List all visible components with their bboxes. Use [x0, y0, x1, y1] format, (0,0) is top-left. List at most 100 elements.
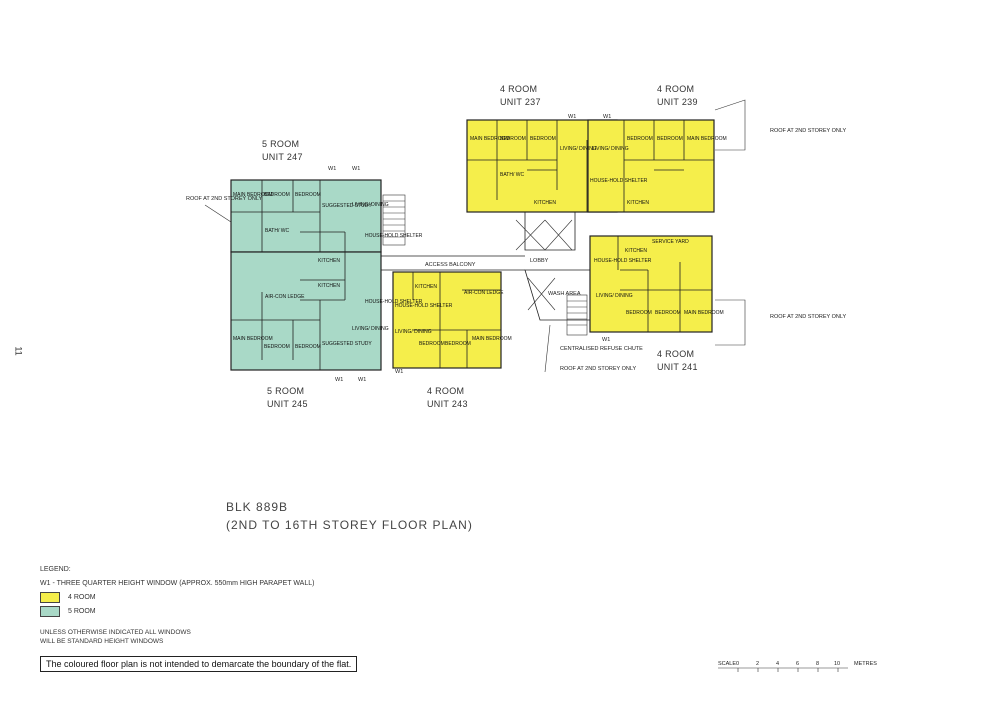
window-label: W1 — [602, 337, 610, 343]
room-label: BEDROOM — [530, 136, 556, 142]
unit-247-type: 5 ROOM — [262, 139, 299, 149]
unit-245-area — [230, 251, 382, 371]
scale-tick: 8 — [816, 661, 819, 667]
room-label: KITCHEN — [318, 283, 340, 289]
window-label: W1 — [335, 377, 343, 383]
legend: LEGEND: W1 - THREE QUARTER HEIGHT WINDOW… — [40, 562, 314, 618]
unit-239-number: UNIT 239 — [657, 97, 698, 107]
legend-w1: W1 - THREE QUARTER HEIGHT WINDOW (APPROX… — [40, 579, 315, 587]
room-label: MAIN BEDROOM — [684, 310, 724, 316]
unit-243-number: UNIT 243 — [427, 399, 468, 409]
four-room-swatch — [40, 591, 60, 603]
room-label: KITCHEN — [415, 284, 437, 290]
room-label: AIR-CON LEDGE — [265, 294, 305, 300]
plan-title: BLK 889B (2ND TO 16TH STOREY FLOOR PLAN) — [226, 498, 473, 534]
room-label: BEDROOM — [655, 310, 681, 316]
room-label: BEDROOM — [626, 310, 652, 316]
legend-heading: LEGEND: — [40, 565, 71, 573]
room-label: LIVING/ DINING — [352, 326, 389, 332]
wash-area-label: WASH AREA — [548, 291, 581, 297]
room-label: MAIN BEDROOM — [470, 136, 510, 142]
disclaimer: The coloured floor plan is not intended … — [40, 656, 358, 672]
room-label: HOUSE-HOLD SHELTER — [590, 178, 648, 184]
unit-237-type: 4 ROOM — [500, 84, 537, 94]
room-label: BATH/ WC — [500, 172, 524, 178]
room-label: MAIN BEDROOM — [687, 136, 727, 142]
room-label: MAIN BEDROOM — [233, 192, 273, 198]
scale-bar: SCALE 0 2 4 6 8 10 METRES — [718, 661, 877, 672]
room-label: BEDROOM — [264, 344, 290, 350]
room-label: BEDROOM — [295, 344, 321, 350]
lobby-label: LOBBY — [530, 258, 549, 264]
room-label: LIVING/ DINING — [596, 293, 633, 299]
window-note: UNLESS OTHERWISE INDICATED ALL WINDOWS W… — [40, 628, 191, 646]
room-label: BEDROOM — [445, 341, 471, 347]
room-label: LIVING/ DINING — [395, 329, 432, 335]
unit-243-area — [392, 271, 502, 369]
scale-tick: 4 — [776, 661, 779, 667]
scale-label: SCALE — [718, 661, 736, 667]
room-label: HOUSE-HOLD SHELTER — [594, 258, 652, 264]
room-label: HOUSE-HOLD SHELTER — [365, 299, 423, 305]
window-label: W1 — [358, 377, 366, 383]
note-line: UNLESS OTHERWISE INDICATED ALL WINDOWS — [40, 629, 191, 636]
unit-239-area — [587, 119, 715, 213]
room-label: SERVICE YARD — [652, 239, 689, 245]
roof-label: ROOF AT 2ND STOREY ONLY — [560, 366, 637, 372]
room-label: AIR-CON LEDGE — [464, 290, 504, 296]
unit-241-number: UNIT 241 — [657, 362, 698, 372]
room-label: LIVING/ DINING — [560, 146, 597, 152]
scale-tick: 0 — [736, 661, 739, 667]
access-balcony-label: ACCESS BALCONY — [425, 262, 476, 268]
storey-range: (2ND TO 16TH STOREY FLOOR PLAN) — [226, 518, 473, 532]
room-label: KITCHEN — [625, 248, 647, 254]
window-label: W1 — [395, 369, 403, 375]
scale-tick: 10 — [834, 661, 840, 667]
scale-tick: 2 — [756, 661, 759, 667]
unit-245-type: 5 ROOM — [267, 386, 304, 396]
unit-247-area — [230, 179, 382, 253]
note-line: WILL BE STANDARD HEIGHT WINDOWS — [40, 638, 164, 645]
room-label: KITCHEN — [627, 200, 649, 206]
unit-247-number: UNIT 247 — [262, 152, 303, 162]
window-label: W1 — [568, 114, 576, 120]
window-label: W1 — [352, 166, 360, 172]
window-label: W1 — [603, 114, 611, 120]
refuse-chute-label: CENTRALISED REFUSE CHUTE — [560, 346, 643, 352]
legend-item: 4 ROOM — [40, 590, 314, 604]
room-label: KITCHEN — [534, 200, 556, 206]
room-label: BEDROOM — [500, 136, 526, 142]
room-label: SUGGESTED STUDY — [322, 203, 372, 209]
room-label: BEDROOM — [419, 341, 445, 347]
scale-unit: METRES — [854, 661, 877, 667]
room-label: BEDROOM — [264, 192, 290, 198]
unit-241-area — [589, 235, 713, 333]
room-label: MAIN BEDROOM — [472, 336, 512, 342]
block-name: BLK 889B — [226, 500, 289, 514]
room-label: BEDROOM — [627, 136, 653, 142]
legend-item: 5 ROOM — [40, 604, 314, 618]
unit-241-type: 4 ROOM — [657, 349, 694, 359]
five-room-swatch — [40, 605, 60, 617]
room-label: BATH/ WC — [265, 228, 289, 234]
unit-239-type: 4 ROOM — [657, 84, 694, 94]
room-label: KITCHEN — [318, 258, 340, 264]
unit-243-type: 4 ROOM — [427, 386, 464, 396]
legend-label: 5 ROOM — [68, 607, 96, 615]
roof-label: ROOF AT 2ND STOREY ONLY — [770, 128, 847, 134]
roof-label: ROOF AT 2ND STOREY ONLY — [186, 196, 263, 202]
room-label: MAIN BEDROOM — [233, 336, 273, 342]
room-label: HOUSE-HOLD SHELTER — [395, 303, 453, 309]
window-label: W1 — [328, 166, 336, 172]
room-label: SUGGESTED STUDY — [322, 341, 372, 347]
roof-label: ROOF AT 2ND STOREY ONLY — [770, 314, 847, 320]
unit-237-number: UNIT 237 — [500, 97, 541, 107]
room-label: LIVING/ DINING — [592, 146, 629, 152]
room-label: BEDROOM — [657, 136, 683, 142]
room-label: BEDROOM — [295, 192, 321, 198]
room-label: HOUSE-HOLD SHELTER — [365, 233, 423, 239]
unit-245-number: UNIT 245 — [267, 399, 308, 409]
legend-label: 4 ROOM — [68, 593, 96, 601]
room-label: LIVING/ DINING — [352, 202, 389, 208]
